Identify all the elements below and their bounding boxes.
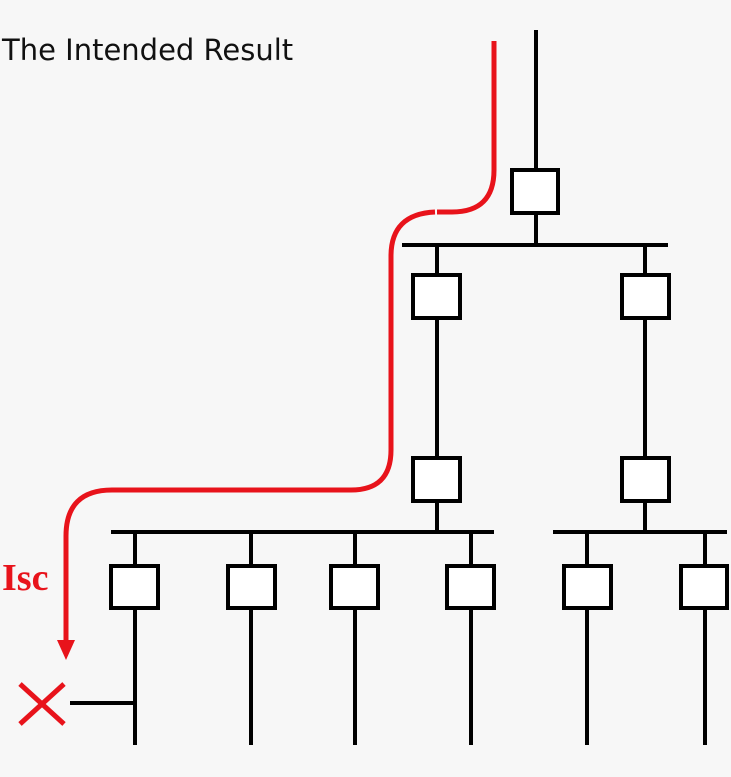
feeder-5-breaker [562,564,613,610]
feeder-4-breaker [445,564,496,610]
left-branch-lower-breaker [411,456,462,503]
diagram-title: The Intended Result [1,33,293,67]
outgoing-feeder-2 [226,532,277,745]
left-branch-upper-breaker [411,273,462,320]
right-branch-upper-breaker [620,273,671,320]
right-branch-lower-breaker [620,456,671,503]
fault-current-path-main [63,209,436,640]
fault-current-arrowhead [57,640,75,660]
feeder-3-breaker [329,564,380,610]
feeder-2-breaker [226,564,277,610]
fault-cross-icon [18,682,66,726]
outgoing-feeder-1 [109,532,160,745]
outgoing-feeder-5 [562,532,613,745]
outgoing-feeder-3 [329,532,380,745]
feeder-1-breaker [109,564,160,610]
fault-current-label: Isc [2,557,48,599]
outgoing-feeder-6 [679,532,729,745]
feeder-6-breaker [679,564,729,610]
outgoing-feeder-4 [445,532,496,745]
main-breaker [510,168,560,215]
fault-current-path-upper [437,41,497,215]
fault-current-path [57,41,497,660]
